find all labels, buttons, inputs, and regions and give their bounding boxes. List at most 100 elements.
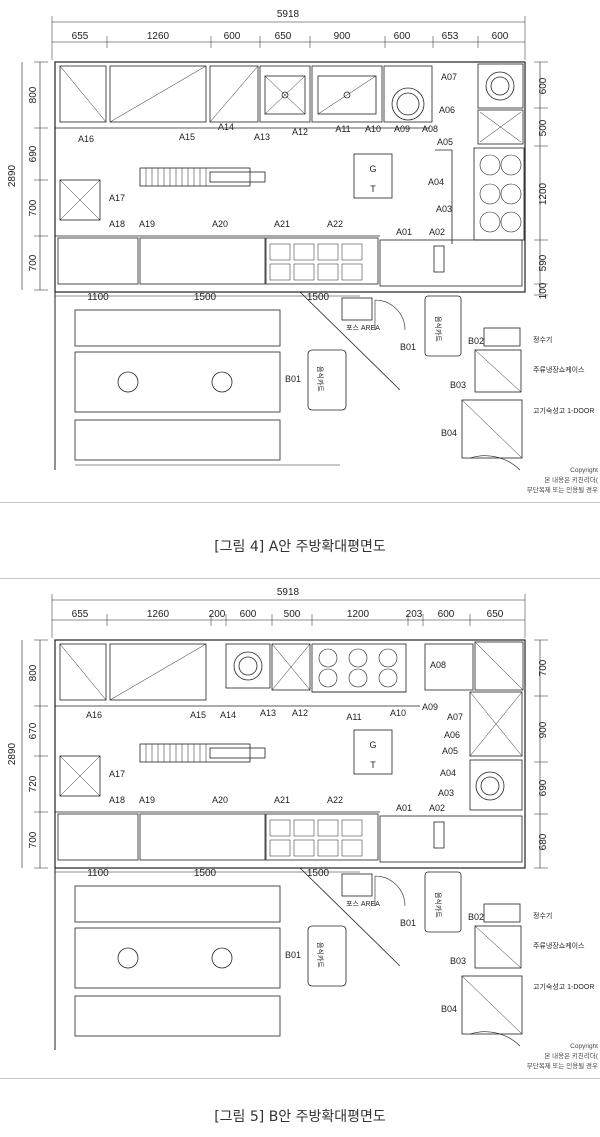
- meat-aging-label: 고기숙성고 1-DOOR: [533, 406, 594, 415]
- equipment-tag: A22: [327, 795, 343, 805]
- equipment-tag: A10: [390, 708, 406, 718]
- floorplan-panel-a: 5918 655 1260 600 650 900 600 653 600 28…: [0, 0, 600, 500]
- top-dim: 653: [442, 31, 459, 42]
- equipment-tag: B01: [285, 374, 301, 384]
- equipment-tag: B04: [441, 1004, 457, 1014]
- top-dim: 1260: [147, 609, 170, 620]
- equipment-tag: B02: [468, 336, 484, 346]
- equipment-tag: A06: [439, 105, 455, 115]
- left-dim: 700: [28, 831, 39, 848]
- equipment-tag: A07: [441, 72, 457, 82]
- right-dim: 700: [538, 659, 549, 676]
- copyright-line: 본 내용은 키친리더(: [544, 1051, 598, 1060]
- copyright-line: 무단복제 또는 인용될 경우: [527, 485, 598, 494]
- equipment-tag: A06: [444, 730, 460, 740]
- equipment-tag: A01: [396, 803, 412, 813]
- svg-text:G: G: [369, 740, 376, 750]
- equipment-tag: A08: [422, 124, 438, 134]
- top-dim: 200: [209, 609, 226, 620]
- equipment-tag: A16: [78, 134, 94, 144]
- equipment-tag: A12: [292, 708, 308, 718]
- equipment-tag: A04: [428, 177, 444, 187]
- left-dim: 800: [28, 664, 39, 681]
- equipment-tag: A04: [440, 768, 456, 778]
- water-purifier-label: 정수기: [533, 911, 552, 920]
- lower-dim: 1500: [194, 868, 217, 879]
- top-dim: 203: [406, 609, 423, 620]
- equipment-tag: A19: [139, 219, 155, 229]
- divider: [0, 578, 600, 579]
- top-dim: 655: [72, 31, 89, 42]
- showcase-label: 주류냉장쇼케이스: [533, 365, 585, 374]
- equipment-tag: A22: [327, 219, 343, 229]
- top-dim: 600: [438, 609, 455, 620]
- svg-text:T: T: [370, 760, 376, 770]
- pos-area-label: 포스 AREA: [346, 324, 380, 332]
- equipment-tag: A09: [394, 124, 410, 134]
- top-dim: 900: [334, 31, 351, 42]
- total-width-label: 5918: [277, 9, 300, 20]
- right-dim: 1200: [538, 182, 549, 205]
- figure-caption: [그림 5] B안 주방확대평면도: [214, 1109, 386, 1125]
- equipment-tag: A03: [438, 788, 454, 798]
- equipment-tag: A12: [292, 127, 308, 137]
- left-dim: 700: [28, 254, 39, 271]
- equipment-tag: A18: [109, 219, 125, 229]
- equipment-tag: A13: [254, 132, 270, 142]
- top-dim: 1260: [147, 31, 170, 42]
- equipment-tag: A18: [109, 795, 125, 805]
- equipment-tag: A21: [274, 219, 290, 229]
- top-dim: 655: [72, 609, 89, 620]
- left-dim: 800: [28, 86, 39, 103]
- figure-caption: [그림 4] A안 주방확대평면도: [214, 539, 386, 555]
- svg-text:T: T: [370, 184, 376, 194]
- top-dim: 600: [240, 609, 257, 620]
- equipment-tag: A01: [396, 227, 412, 237]
- equipment-tag: A15: [190, 710, 206, 720]
- equipment-tag: A17: [109, 193, 125, 203]
- right-dim: 500: [538, 119, 549, 136]
- left-dim: 700: [28, 199, 39, 216]
- equipment-tag: A10: [365, 124, 381, 134]
- top-dim: 500: [284, 609, 301, 620]
- meat-aging-label: 고기숙성고 1-DOOR: [533, 982, 594, 991]
- svg-text:G: G: [369, 164, 376, 174]
- top-dim: 650: [487, 609, 504, 620]
- top-dim: 600: [224, 31, 241, 42]
- equipment-tag: A11: [335, 124, 350, 134]
- left-dim: 690: [28, 145, 39, 162]
- lower-dim: 1500: [307, 292, 330, 303]
- left-dim: 720: [28, 775, 39, 792]
- right-dim: 680: [538, 833, 549, 850]
- equipment-tag: A20: [212, 795, 228, 805]
- equipment-tag: B01: [285, 950, 301, 960]
- equipment-tag: A09: [422, 702, 438, 712]
- copyright-line: 무단복제 또는 인용될 경우: [527, 1061, 598, 1070]
- right-dim: 100: [538, 282, 549, 299]
- cart-label: 음식카트: [434, 316, 443, 342]
- equipment-tag: A14: [220, 710, 236, 720]
- equipment-tag: B01: [400, 918, 416, 928]
- equipment-tag: A20: [212, 219, 228, 229]
- total-width-label: 5918: [277, 587, 300, 598]
- equipment-tag: B04: [441, 428, 457, 438]
- equipment-tag: A11: [346, 712, 361, 722]
- right-dim: 690: [538, 779, 549, 796]
- copyright-line: Copyright: [570, 1043, 598, 1050]
- equipment-tag: A16: [86, 710, 102, 720]
- lower-dim: 1500: [194, 292, 217, 303]
- water-purifier-label: 정수기: [533, 335, 552, 344]
- right-dim: 590: [538, 254, 549, 271]
- equipment-tag: B01: [400, 342, 416, 352]
- copyright-line: Copyright: [570, 467, 598, 474]
- equipment-tag: B03: [450, 380, 466, 390]
- copyright-line: 본 내용은 키친리더(: [544, 475, 598, 484]
- top-dim: 1200: [347, 609, 370, 620]
- equipment-tag: A15: [179, 132, 195, 142]
- lower-dim: 1500: [307, 868, 330, 879]
- divider: [0, 1078, 600, 1079]
- equipment-tag: A05: [437, 137, 453, 147]
- equipment-tag: A08: [430, 660, 446, 670]
- divider: [0, 502, 600, 503]
- floorplan-panel-b: 5918 655 1260 200 600 500 1200 203 600 6…: [0, 580, 600, 1080]
